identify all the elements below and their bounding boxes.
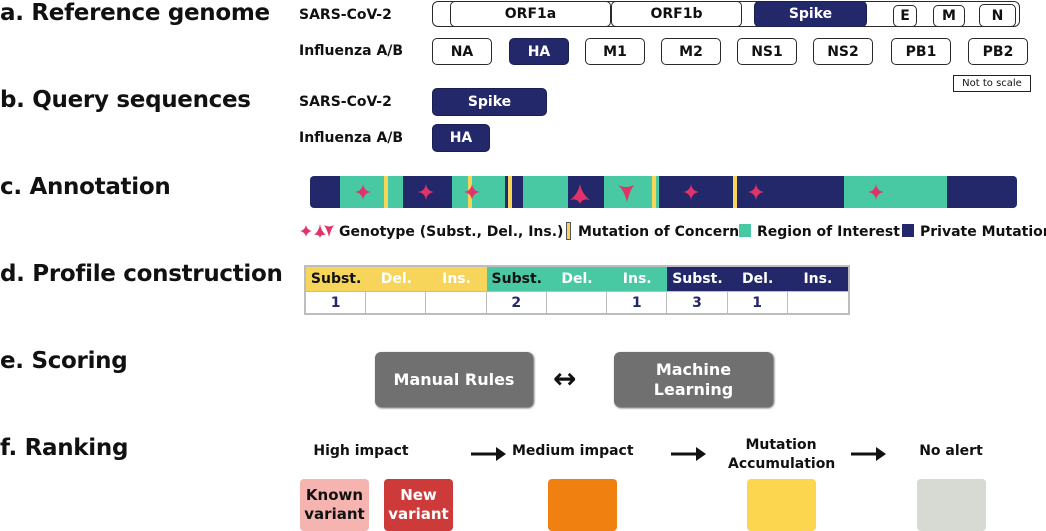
- accumulation-box: [747, 479, 816, 531]
- section-title-profile: d. Profile construction: [0, 261, 283, 287]
- gene-na: NA: [432, 38, 492, 65]
- section-title-reference: a. Reference genome: [0, 0, 270, 26]
- profile-table: Subst. Del. Ins. Subst. Del. Ins. Subst.…: [304, 265, 850, 315]
- ref-flu-label: Influenza A/B: [299, 43, 404, 59]
- arrow-right-icon: [471, 447, 506, 461]
- scale-note: Not to scale: [953, 75, 1031, 92]
- substitution-marker: [418, 184, 434, 200]
- no-alert-box: [917, 479, 986, 531]
- new-variant-box: New variant: [384, 479, 453, 531]
- gene-n: N: [979, 4, 1016, 27]
- bidirectional-arrow-icon: ↔: [553, 362, 577, 395]
- region-of-interest: [844, 176, 947, 208]
- arrow-right-icon: [671, 447, 706, 461]
- mutation-of-concern: [384, 176, 388, 208]
- section-title-annotation: c. Annotation: [0, 174, 171, 200]
- machine-learning-box: Machine Learning: [614, 352, 773, 407]
- gene-m1: M1: [585, 38, 645, 65]
- ref-sars-label: SARS-CoV-2: [299, 7, 392, 23]
- query-gene-ha: HA: [432, 124, 490, 152]
- profile-header: Del.: [546, 267, 608, 291]
- gene-m2: M2: [661, 38, 721, 65]
- profile-header: Ins.: [426, 267, 487, 291]
- legend-concern-label: Mutation of Concern: [578, 224, 740, 240]
- profile-header: Ins.: [607, 267, 668, 291]
- section-title-query: b. Query sequences: [0, 87, 251, 113]
- manual-rules-box: Manual Rules: [375, 352, 533, 407]
- mutation-of-concern: [508, 176, 512, 208]
- profile-value: [787, 291, 848, 313]
- query-sars-label: SARS-CoV-2: [299, 94, 392, 110]
- gene-pb2: PB2: [968, 38, 1028, 65]
- profile-value: 2: [486, 291, 547, 313]
- region-of-interest: [604, 176, 659, 208]
- substitution-marker: [683, 184, 699, 200]
- legend-private-label: Private Mutation: [920, 224, 1046, 240]
- region-of-interest: [340, 176, 403, 208]
- profile-value: [546, 291, 608, 313]
- legend-genotype-label: Genotype (Subst., Del., Ins.): [339, 224, 564, 240]
- region-of-interest: [523, 176, 568, 208]
- profile-header: Subst.: [306, 267, 367, 291]
- profile-value: 1: [727, 291, 788, 313]
- substitution-marker: [464, 184, 480, 200]
- private-legend-swatch: [902, 224, 914, 237]
- profile-header: Ins.: [787, 267, 848, 291]
- genotype-legend-icon: [300, 224, 334, 238]
- profile-value: 1: [306, 291, 367, 313]
- gene-ha: HA: [509, 38, 569, 65]
- gene-pb1: PB1: [891, 38, 951, 65]
- legend-interest-label: Region of Interest: [757, 224, 900, 240]
- interest-legend-swatch: [739, 224, 751, 237]
- insertion-marker: [618, 185, 634, 202]
- rank-medium-label: Medium impact: [512, 443, 634, 459]
- gene-e: E: [893, 5, 917, 27]
- section-title-ranking: f. Ranking: [0, 435, 129, 461]
- mutation-of-concern: [733, 176, 737, 208]
- profile-value: [426, 291, 487, 313]
- profile-header: Subst.: [486, 267, 547, 291]
- rank-high-label: High impact: [313, 443, 409, 459]
- profile-header: Del.: [727, 267, 788, 291]
- profile-value: 1: [607, 291, 668, 313]
- gene-spike: Spike: [754, 1, 867, 27]
- annotation-bar: [310, 176, 1017, 208]
- substitution-marker: [748, 184, 764, 200]
- substitution-marker: [355, 184, 371, 200]
- rank-none-label: No alert: [919, 443, 983, 459]
- gene-orf1b: ORF1b: [611, 1, 742, 27]
- medium-impact-box: [548, 479, 617, 531]
- query-gene-spike: Spike: [432, 88, 547, 116]
- gene-ns2: NS2: [813, 38, 873, 65]
- mutation-of-concern: [652, 176, 656, 208]
- gene-ns1: NS1: [737, 38, 797, 65]
- gene-m: M: [933, 5, 965, 27]
- profile-header: Del.: [366, 267, 427, 291]
- profile-value: [366, 291, 427, 313]
- substitution-marker: [868, 184, 884, 200]
- deletion-marker: [570, 184, 590, 204]
- rank-accumulation-label: Mutation Accumulation: [728, 437, 836, 472]
- concern-legend-swatch: [566, 222, 571, 240]
- known-variant-box: Known variant: [300, 479, 369, 531]
- profile-value: 3: [667, 291, 728, 313]
- query-flu-label: Influenza A/B: [299, 130, 404, 146]
- arrow-right-icon: [851, 447, 886, 461]
- section-title-scoring: e. Scoring: [0, 348, 128, 374]
- gene-orf1a: ORF1a: [450, 1, 611, 27]
- profile-header: Subst.: [667, 267, 728, 291]
